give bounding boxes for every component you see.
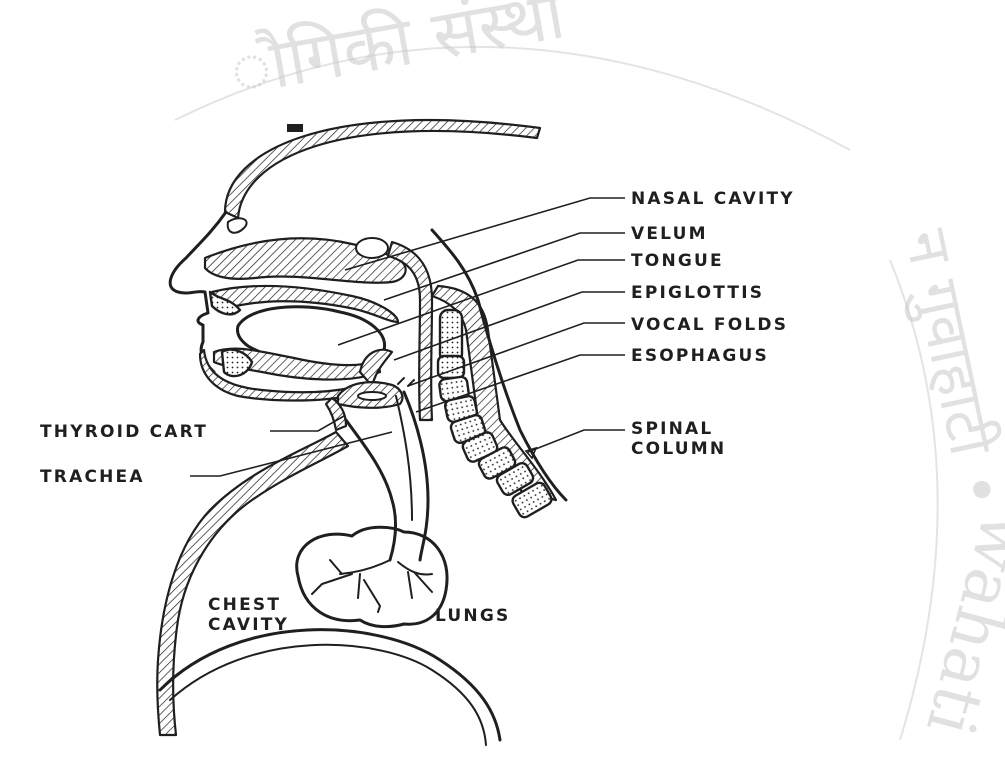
skull-marker <box>287 124 303 132</box>
label-cavity: CAVITY <box>208 615 289 635</box>
label-thyroid-cart: THYROID CART <box>40 422 208 442</box>
label-trachea: TRACHEA <box>40 467 145 487</box>
label-nasal-cavity: NASAL CAVITY <box>631 189 795 209</box>
glottis <box>358 392 386 400</box>
label-epiglottis: EPIGLOTTIS <box>631 283 764 303</box>
watermark-text-right: न गुवाहाटी • <box>888 224 1005 515</box>
sinus <box>356 238 388 258</box>
head-and-torso-drawing <box>157 120 566 745</box>
label-column: COLUMN <box>631 439 726 459</box>
watermark-text-latin: wahati <box>911 506 1005 744</box>
label-esophagus: ESOPHAGUS <box>631 346 769 366</box>
label-vocal-folds: VOCAL FOLDS <box>631 315 788 335</box>
diaphragm <box>160 630 500 740</box>
bronchi <box>312 560 432 612</box>
label-velum: VELUM <box>631 224 708 244</box>
skull <box>225 120 540 218</box>
chest-front <box>157 432 348 735</box>
label-tongue: TONGUE <box>631 251 724 271</box>
spinal-column-vertebrae <box>432 286 556 519</box>
trachea-tube <box>346 420 396 560</box>
label-lungs: LUNGS <box>435 606 510 626</box>
epiglottis-shape <box>360 350 392 386</box>
palate <box>212 286 398 322</box>
leader-lines <box>190 198 625 476</box>
nasal-passage <box>228 218 247 233</box>
label-chest: CHEST <box>208 595 281 615</box>
tube-divider <box>396 396 412 520</box>
label-spinal: SPINAL <box>631 419 713 439</box>
watermark-text-top: ौगिकी संस्था <box>224 0 571 112</box>
